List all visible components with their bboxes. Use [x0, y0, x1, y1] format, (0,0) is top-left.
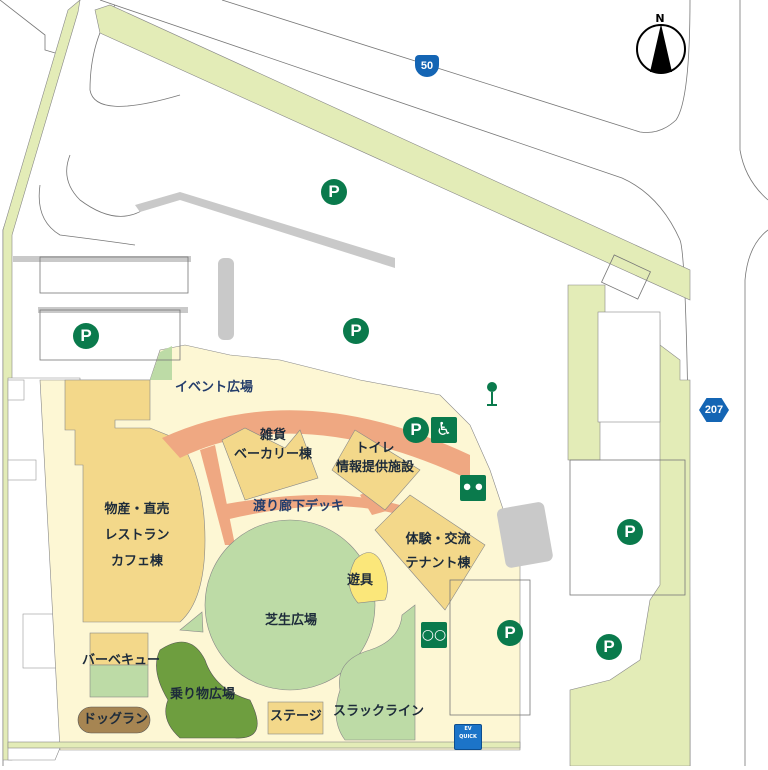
playground-label: 遊具: [347, 573, 374, 588]
parking-icon-accessible[interactable]: P: [403, 417, 429, 443]
signpost-icon: [487, 382, 497, 406]
parking-icon-south[interactable]: P: [497, 620, 523, 646]
parking-icon-north[interactable]: P: [321, 179, 347, 205]
event-plaza-label: イベント広場: [175, 380, 254, 395]
toilet-info-label: トイレ 情報提供施設: [335, 441, 414, 475]
rides-plaza-label: 乗り物広場: [170, 687, 236, 702]
compass-label: N: [655, 12, 665, 25]
experience-tenant-label: 体験・交流 テナント棟: [405, 532, 471, 571]
parking-icon-west[interactable]: P: [73, 323, 99, 349]
parking-icon-center[interactable]: P: [343, 318, 369, 344]
goods-bakery-label: 雑貨 ベーカリー棟: [233, 428, 312, 462]
bicycle-parking-icon: ○○: [421, 622, 447, 648]
north-compass-icon: N: [636, 12, 686, 76]
motorcycle-parking-icon: ⚫⚫: [460, 475, 486, 501]
bbq-label: バーベキュー: [82, 653, 161, 668]
deck-label: 渡り廊下デッキ: [253, 499, 345, 514]
market-restaurant-label: 物産・直売 レストラン カフェ棟: [104, 502, 170, 569]
slackline-label: スラックライン: [333, 704, 425, 719]
parking-icon-east[interactable]: P: [617, 519, 643, 545]
stage-label: ステージ: [270, 709, 322, 724]
lawn-plaza-label: 芝生広場: [265, 613, 318, 628]
route-207-shield-icon: 207: [699, 398, 729, 422]
dogrun-label: ドッグラン: [83, 712, 149, 727]
parking-icon-southeast[interactable]: P: [596, 634, 622, 660]
wheelchair-icon: ♿: [431, 417, 457, 443]
ev-charger-icon: EV QUICK: [454, 724, 482, 750]
route-50-shield-icon: 50: [415, 55, 439, 77]
